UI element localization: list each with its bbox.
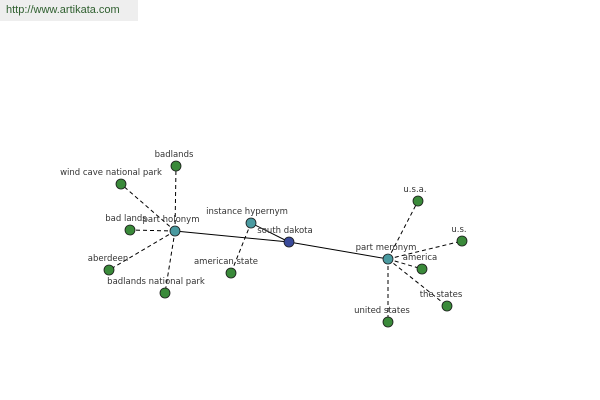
label-america: america [403,253,437,263]
label-us: u.s. [451,225,466,235]
graph-nodes [103,160,468,328]
node-usa[interactable] [412,195,424,207]
node-us[interactable] [456,235,468,247]
edge-bad-lands [129,229,176,232]
label-part-meronym: part meronym [356,243,417,253]
edge-the-states [387,258,448,307]
node-united-states[interactable] [382,316,394,328]
edge-aberdeen [108,230,176,271]
edge-instance-hypernym [250,222,290,243]
label-south-dakota: south dakota [257,226,312,236]
edge-america [387,258,423,270]
edge-part-holonym [174,230,290,243]
watermark-url: http://www.artikata.com [0,0,138,21]
node-bad-lands[interactable] [124,224,136,236]
edge-badlands-national-park [164,230,176,294]
label-usa: u.s.a. [403,185,426,195]
label-united-states: united states [354,306,410,316]
edge-part-meronym [288,241,389,260]
node-part-holonym[interactable] [169,225,181,237]
node-south-dakota[interactable] [283,236,295,248]
label-the-states: the states [420,290,463,300]
label-badlands-national-park: badlands national park [107,277,205,287]
label-bad-lands: bad lands [105,214,147,224]
label-aberdeen: aberdeen [88,254,128,264]
label-wind-cave-national-park: wind cave national park [60,168,162,178]
edge-wind-cave-national-park [120,183,176,232]
node-badlands[interactable] [170,160,182,172]
node-part-meronym[interactable] [382,253,394,265]
label-american-state: american state [194,257,258,267]
node-american-state[interactable] [225,267,237,279]
node-america[interactable] [416,263,428,275]
label-instance-hypernym: instance hypernym [206,207,288,217]
edge-american-state [230,222,252,274]
node-instance-hypernym[interactable] [245,217,257,229]
node-the-states[interactable] [441,300,453,312]
node-badlands-national-park[interactable] [159,287,171,299]
label-part-holonym: part holonym [143,215,200,225]
label-badlands: badlands [155,150,194,160]
node-aberdeen[interactable] [103,264,115,276]
graph-edges [108,165,463,322]
edge-us [387,240,463,260]
graph-labels: badlands wind cave national park bad lands… [60,150,467,316]
node-wind-cave-national-park[interactable] [115,178,127,190]
edge-usa [387,200,419,260]
edge-badlands [174,165,177,232]
